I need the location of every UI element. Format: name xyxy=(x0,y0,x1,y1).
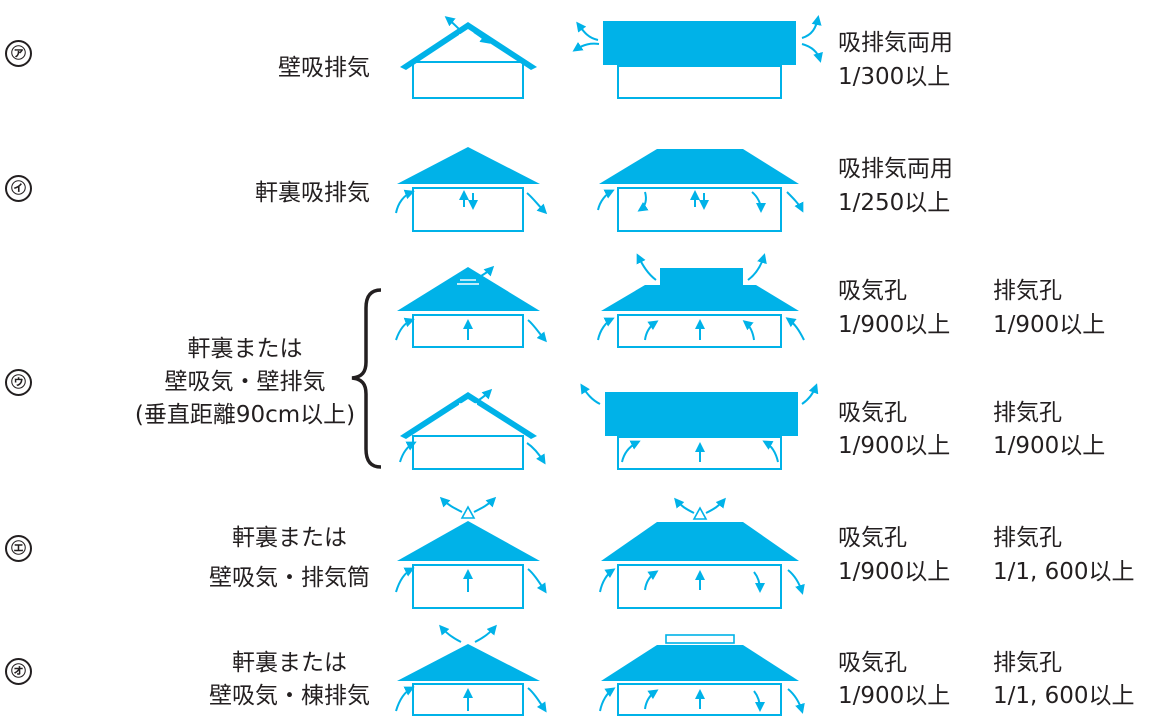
row-d-hip-house xyxy=(395,496,547,609)
row-c2-gable-house xyxy=(399,388,546,470)
row-c-method-line3: (垂直距離90cm以上) xyxy=(134,402,356,428)
row-c-method-line2: 壁吸気・壁排気 xyxy=(164,369,326,395)
ridge-exhaust-chimney-icon xyxy=(692,506,708,520)
row-e-method-line1: 軒裏または xyxy=(232,650,347,676)
ridge-vent-icon xyxy=(665,634,735,644)
row-e-marker: ㋔ xyxy=(5,658,32,685)
ridge-vent-icon xyxy=(457,641,479,649)
row-b-method: 軒裏吸排気 xyxy=(255,180,370,206)
row-e-method-line2: 壁吸気・棟排気 xyxy=(209,683,370,709)
row-c1-hip-house xyxy=(395,265,547,348)
row-d-exhaust-ratio: 1/1, 600以上 xyxy=(993,559,1135,585)
row-c1-intake-ratio: 1/900以上 xyxy=(838,312,951,338)
row-e-exhaust-ratio: 1/1, 600以上 xyxy=(993,683,1135,709)
row-d-intake-ratio: 1/900以上 xyxy=(838,559,951,585)
row-e-flat-hip-house xyxy=(599,634,805,716)
row-c2-exhaust-ratio: 1/900以上 xyxy=(993,433,1106,459)
row-d-exhaust-label: 排気孔 xyxy=(993,525,1062,551)
row-b-hip-house xyxy=(395,147,548,232)
gable-vent-icon xyxy=(456,34,480,40)
row-b-vent-line2: 1/250以上 xyxy=(838,190,951,216)
row-d-method-line2: 壁吸気・排気筒 xyxy=(209,565,370,591)
row-d-method-line1: 軒裏または xyxy=(232,525,347,551)
row-d-flat-hip-house xyxy=(599,497,805,609)
row-d-intake-label: 吸気孔 xyxy=(838,525,907,551)
row-c1-monitor-house xyxy=(597,253,805,348)
row-b-flat-hip-house xyxy=(597,149,804,232)
gable-vent-icon xyxy=(456,403,480,409)
row-a-vent-line2: 1/300以上 xyxy=(838,64,951,90)
row-e-exhaust-label: 排気孔 xyxy=(993,650,1062,676)
row-e-intake-ratio: 1/900以上 xyxy=(838,683,951,709)
row-c2-intake-ratio: 1/900以上 xyxy=(838,433,951,459)
row-d-marker: ㋓ xyxy=(5,535,32,562)
row-b-vent-line1: 吸排気両用 xyxy=(838,156,953,182)
row-c2-intake-label: 吸気孔 xyxy=(838,400,907,426)
row-a-gable-house xyxy=(400,16,537,99)
row-c-brace xyxy=(351,288,382,469)
row-a-marker: ㋐ xyxy=(5,40,32,67)
row-c2-exhaust-label: 排気孔 xyxy=(993,400,1062,426)
row-a-method: 壁吸排気 xyxy=(278,55,370,81)
row-e-intake-label: 吸気孔 xyxy=(838,650,907,676)
row-a-flat-house xyxy=(572,15,823,99)
row-b-marker: ㋑ xyxy=(5,175,32,202)
row-c-method-line1: 軒裏または xyxy=(187,336,303,362)
row-c1-exhaust-ratio: 1/900以上 xyxy=(993,312,1106,338)
row-a-vent-line1: 吸排気両用 xyxy=(838,30,953,56)
row-c-marker: ㋒ xyxy=(5,369,32,396)
ridge-exhaust-chimney-icon xyxy=(460,505,476,519)
gable-vent-icon xyxy=(457,279,479,285)
row-e-hip-house xyxy=(395,624,547,716)
row-c2-flat-house xyxy=(580,383,819,470)
row-c1-exhaust-label: 排気孔 xyxy=(993,278,1062,304)
row-c1-intake-label: 吸気孔 xyxy=(838,278,907,304)
